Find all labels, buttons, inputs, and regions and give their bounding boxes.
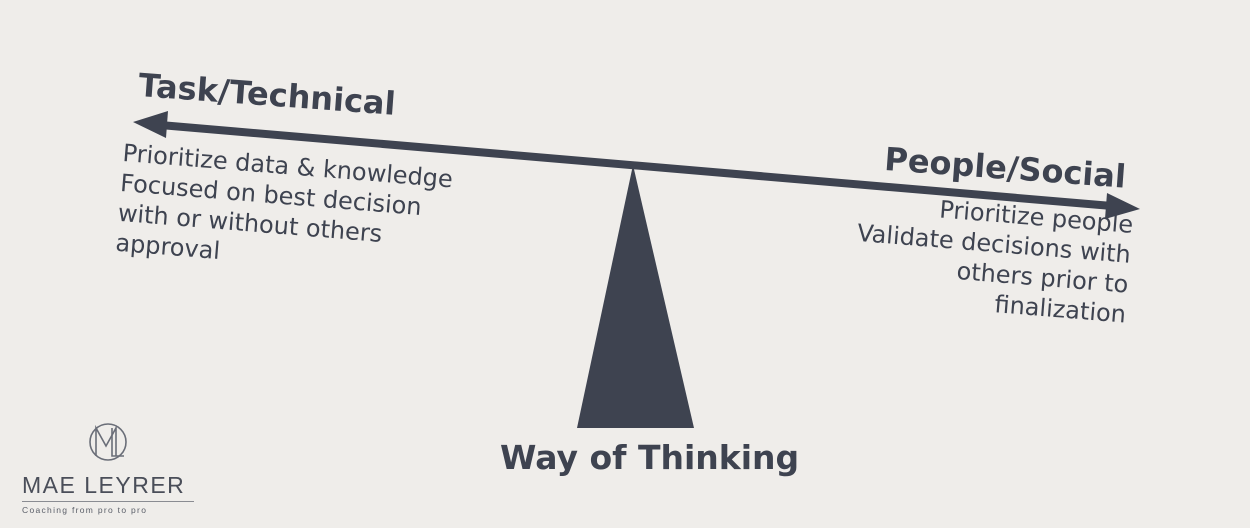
monogram-icon: [89, 423, 127, 461]
diagram-caption: Way of Thinking: [500, 438, 800, 477]
people-social-description: Prioritize people Validate decisions wit…: [851, 188, 1134, 330]
right-arrowhead: [1105, 193, 1140, 219]
brand-tagline: Coaching from pro to pro: [22, 505, 148, 515]
brand-name: MAE LEYRER: [22, 472, 186, 498]
balance-beam: [159, 121, 1113, 210]
fulcrum-triangle: [577, 165, 694, 428]
brand-logo: MAE LEYRER Coaching from pro to pro: [22, 420, 197, 520]
left-arrowhead: [133, 111, 168, 138]
brand-divider: [22, 501, 194, 502]
